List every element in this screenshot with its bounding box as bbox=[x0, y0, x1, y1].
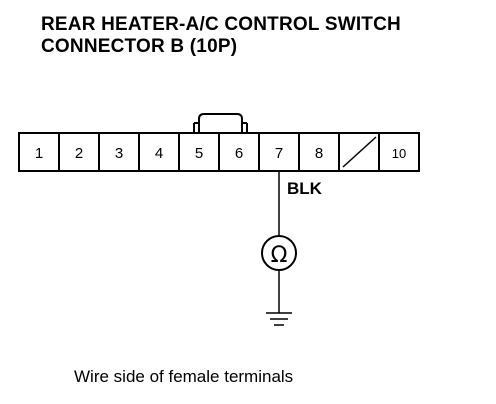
terminal-5: 5 bbox=[195, 145, 203, 162]
ohm-symbol: Ω bbox=[271, 243, 288, 268]
terminal-1: 1 bbox=[35, 145, 43, 162]
diagram-caption: Wire side of female terminals bbox=[74, 367, 294, 386]
terminal-3: 3 bbox=[115, 145, 123, 162]
terminal-6: 6 bbox=[235, 145, 243, 162]
connector-lock-tab bbox=[198, 113, 243, 133]
terminal-10: 10 bbox=[392, 146, 406, 161]
terminal-4: 4 bbox=[155, 145, 163, 162]
title-line-2: CONNECTOR B (10P) bbox=[41, 36, 238, 57]
terminal-8: 8 bbox=[315, 145, 323, 162]
title-line-1: REAR HEATER-A/C CONTROL SWITCH bbox=[41, 14, 401, 35]
diagram-title: REAR HEATER-A/C CONTROL SWITCH CONNECTOR… bbox=[41, 14, 401, 58]
wire-color-label: BLK bbox=[287, 179, 323, 198]
terminal-2: 2 bbox=[75, 145, 83, 162]
ground-icon bbox=[266, 312, 292, 326]
unused-terminal-slash bbox=[342, 136, 377, 168]
terminal-7: 7 bbox=[275, 145, 283, 162]
terminal-dividers bbox=[58, 133, 380, 171]
terminal-labels: 1 2 3 4 5 6 7 8 10 bbox=[35, 145, 406, 162]
